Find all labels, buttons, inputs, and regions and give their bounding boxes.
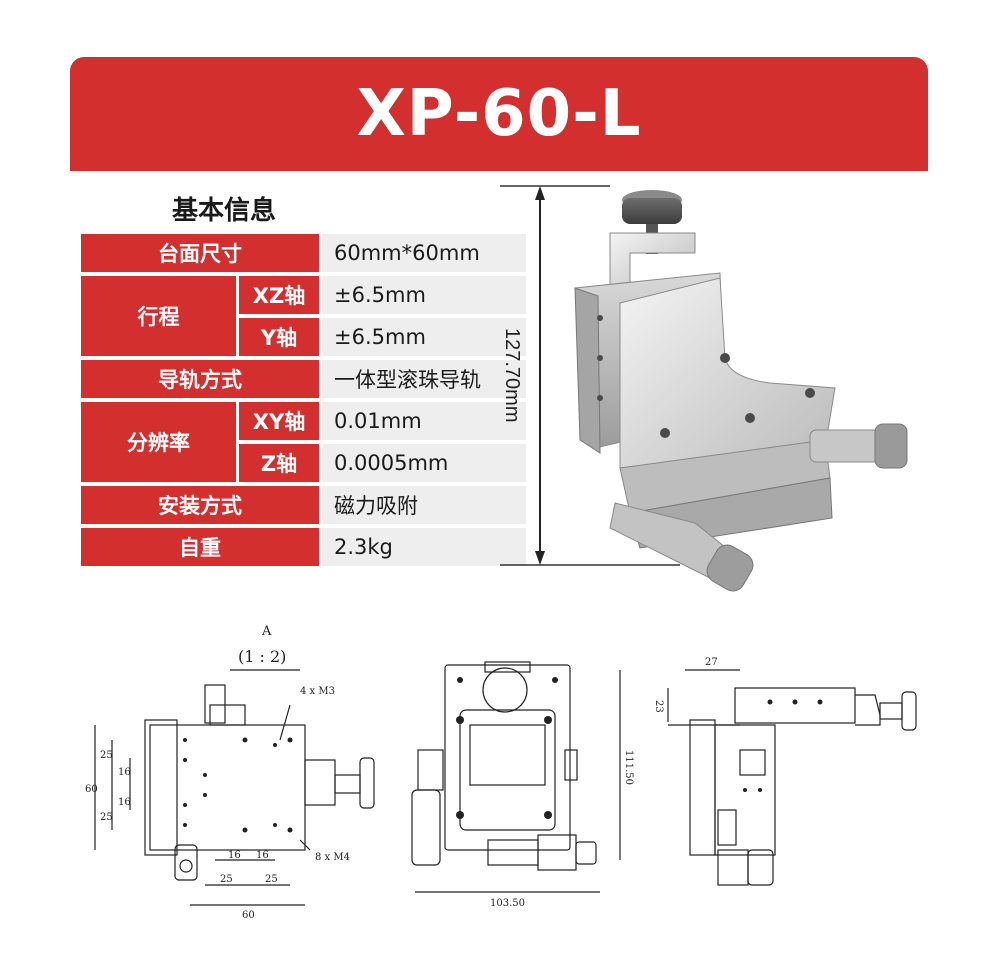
- product-photo: 127.70mm: [500, 185, 908, 592]
- drawing-left-view: [94, 669, 375, 906]
- spec-label: 导轨方式: [81, 360, 319, 402]
- spec-value: 0.01mm: [319, 402, 526, 444]
- spec-label: 分辨率: [81, 402, 236, 486]
- spec-value: 60mm*60mm: [319, 234, 526, 276]
- dim-60-horizontal: 60: [242, 910, 255, 921]
- holes-top-label: 4 x M3: [300, 686, 335, 697]
- dim-23: 23: [653, 700, 664, 713]
- drawing-side-view: [667, 669, 917, 886]
- view-label: A: [261, 624, 272, 639]
- drawing-front-view: [411, 661, 621, 893]
- spec-sublabel: Z轴: [236, 444, 319, 486]
- product-title: XP-60-L: [356, 77, 642, 151]
- spec-label: 台面尺寸: [81, 234, 319, 276]
- dim-16-h2: 16: [256, 850, 269, 861]
- dim-25-h1: 25: [220, 874, 233, 885]
- view-scale: (1 : 2): [238, 647, 286, 666]
- spec-value: 0.0005mm: [319, 444, 526, 486]
- spec-value: 一体型滚珠导轨: [319, 360, 526, 402]
- dim-width-middle: 103.50: [490, 898, 525, 909]
- spec-sublabel: XZ轴: [236, 276, 319, 318]
- spec-row-travel-y: Y轴 ±6.5mm: [81, 318, 526, 360]
- spec-label: 自重: [81, 528, 319, 570]
- spec-value: 磁力吸附: [319, 486, 526, 528]
- spec-row-travel-xz: 行程 XZ轴 ±6.5mm: [81, 276, 526, 360]
- height-dimension: 127.70mm: [500, 185, 680, 566]
- spec-table: 台面尺寸 60mm*60mm 行程 XZ轴 ±6.5mm Y轴 ±6.5mm 导…: [81, 234, 526, 570]
- dim-height-middle: 111.50: [623, 750, 634, 785]
- dim-25-a: 25: [100, 750, 113, 761]
- spec-sublabel: Y轴: [236, 318, 319, 360]
- spec-sublabel: XY轴: [236, 402, 319, 444]
- spec-row-weight: 自重 2.3kg: [81, 528, 526, 570]
- dim-25-b: 25: [100, 812, 113, 823]
- holes-bottom-label: 8 x M4: [315, 852, 350, 863]
- spec-row-resolution-xy: 分辨率 XY轴 0.01mm: [81, 402, 526, 486]
- dim-25-h2: 25: [265, 874, 278, 885]
- spec-value: 2.3kg: [319, 528, 526, 570]
- spec-row-guide: 导轨方式 一体型滚珠导轨: [81, 360, 526, 402]
- spec-section-title: 基本信息: [172, 196, 277, 226]
- height-dim-label: 127.70mm: [501, 328, 523, 423]
- spec-value: ±6.5mm: [319, 276, 526, 318]
- dim-16-a: 16: [118, 767, 131, 778]
- spec-label: 行程: [81, 276, 236, 360]
- spec-row-mount: 安装方式 磁力吸附: [81, 486, 526, 528]
- dim-60-vertical: 60: [85, 784, 98, 795]
- spec-row-table-size: 台面尺寸 60mm*60mm: [81, 234, 526, 276]
- dim-27: 27: [705, 657, 718, 668]
- dim-16-b: 16: [118, 797, 131, 808]
- spec-label: 安装方式: [81, 486, 319, 528]
- title-banner: XP-60-L: [70, 57, 928, 171]
- dim-16-h1: 16: [228, 850, 241, 861]
- technical-drawings: A (1 : 2) 4 x M3 8 x M4 60 25 16 16 25 1…: [85, 624, 917, 921]
- spec-value: ±6.5mm: [319, 318, 526, 360]
- spec-row-resolution-z: Z轴 0.0005mm: [81, 444, 526, 486]
